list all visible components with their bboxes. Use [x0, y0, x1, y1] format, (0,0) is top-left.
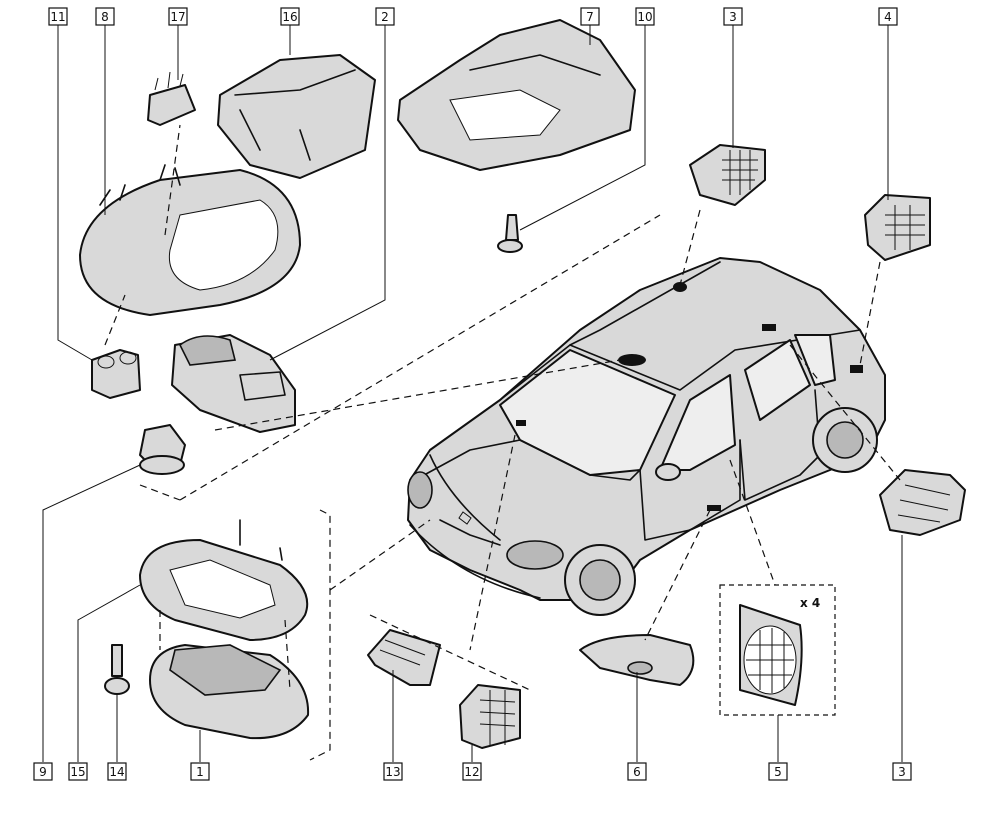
right-headlight: [506, 540, 564, 570]
front-bumper: [409, 524, 541, 599]
svg-text:12: 12: [464, 765, 479, 779]
bonnet-crease: [429, 454, 501, 541]
callout-7: 7: [580, 7, 600, 26]
svg-text:2: 2: [381, 10, 389, 24]
part-3-grille-top: [689, 144, 766, 206]
assembly-line-5: [729, 459, 776, 586]
location-mark-roof-front: [618, 354, 646, 366]
callout-15: 15: [68, 762, 88, 781]
svg-text:10: 10: [637, 10, 652, 24]
brand-badge: [458, 511, 472, 525]
location-mark-tailgate: [850, 365, 863, 373]
assembly-line-main: [179, 214, 661, 501]
assembly-line-12: [469, 434, 516, 651]
part-9-plug: [139, 424, 186, 475]
svg-text:16: 16: [282, 10, 297, 24]
svg-text:3: 3: [898, 765, 906, 779]
callout-3-bottom: 3: [892, 762, 912, 781]
assembly-line-13: [369, 614, 531, 691]
rear-wheel-hub: [826, 421, 864, 459]
part-8-frame: [79, 164, 301, 316]
part-10-screw: [497, 214, 523, 253]
svg-text:5: 5: [774, 765, 782, 779]
assembly-line-2: [214, 359, 621, 431]
left-headlight: [407, 471, 433, 509]
callout-3-top: 3: [723, 7, 743, 26]
bonnet-line: [414, 439, 641, 481]
location-mark-door: [707, 505, 721, 511]
location-mark-rear-light: [762, 324, 776, 331]
part-17-clip: [147, 71, 196, 126]
callout-14: 14: [107, 762, 127, 781]
callout-16: 16: [280, 7, 300, 26]
assembly-line-9: [139, 484, 181, 501]
callout-6: 6: [627, 762, 647, 781]
svg-text:4: 4: [884, 10, 892, 24]
callout-5: 5: [768, 762, 788, 781]
assembly-line-bracket: [309, 509, 331, 761]
svg-text:3: 3: [729, 10, 737, 24]
location-mark-roof-rear: [673, 282, 687, 292]
front-side-window: [659, 374, 736, 471]
part-16-lamp-housing: [217, 54, 376, 179]
svg-text:17: 17: [170, 10, 185, 24]
leader-lines: [42, 25, 903, 762]
part-4-connector: [864, 194, 931, 261]
svg-text:15: 15: [70, 765, 85, 779]
callout-17: 17: [168, 7, 188, 26]
svg-text:14: 14: [109, 765, 124, 779]
part-6-door-handle-light: [579, 634, 695, 686]
door-mirror: [655, 463, 681, 481]
callout-12: 12: [462, 762, 482, 781]
part-3-grille-bottom: [879, 469, 966, 536]
grille: [439, 519, 501, 546]
assembly-line-15: [329, 519, 431, 591]
part-5-speaker-grille: [739, 604, 803, 706]
assembly-line-17: [164, 124, 181, 236]
assembly-line-4: [859, 261, 881, 366]
svg-text:1: 1: [196, 765, 204, 779]
part-15-frame: [139, 519, 309, 641]
quantity-note: x 4: [800, 596, 820, 610]
part-5-box: [719, 584, 836, 716]
location-mark-dash: [516, 420, 526, 426]
front-door-line: [639, 439, 741, 541]
callout-13: 13: [383, 762, 403, 781]
assembly-line-1: [159, 610, 291, 691]
part-12-connector: [459, 684, 521, 749]
rear-side-window: [744, 339, 811, 421]
part-11-connector: [91, 349, 141, 399]
svg-text:11: 11: [50, 10, 65, 24]
svg-text:7: 7: [586, 10, 594, 24]
part-13-bracket: [367, 629, 441, 686]
assembly-line-3-bottom: [789, 344, 901, 481]
svg-text:13: 13: [385, 765, 400, 779]
callout-10: 10: [635, 7, 655, 26]
callout-2: 2: [375, 7, 395, 26]
part-1-lamp: [149, 644, 310, 740]
callout-1: 1: [190, 762, 210, 781]
callout-4: 4: [878, 7, 898, 26]
part-7-roof-console: [397, 19, 636, 171]
assembly-line-11: [104, 294, 126, 346]
svg-text:6: 6: [633, 765, 641, 779]
callout-8: 8: [95, 7, 115, 26]
part-2-switch-unit: [171, 334, 296, 433]
callout-9: 9: [33, 762, 53, 781]
part-14-screw: [104, 644, 130, 695]
assembly-line-3-top: [679, 209, 701, 286]
svg-text:8: 8: [101, 10, 109, 24]
svg-text:9: 9: [39, 765, 47, 779]
roof-line: [499, 261, 721, 401]
callout-11: 11: [48, 7, 68, 26]
car-hatchback: [407, 257, 886, 616]
assembly-line-6: [644, 509, 711, 641]
front-wheel-hub: [579, 559, 621, 601]
